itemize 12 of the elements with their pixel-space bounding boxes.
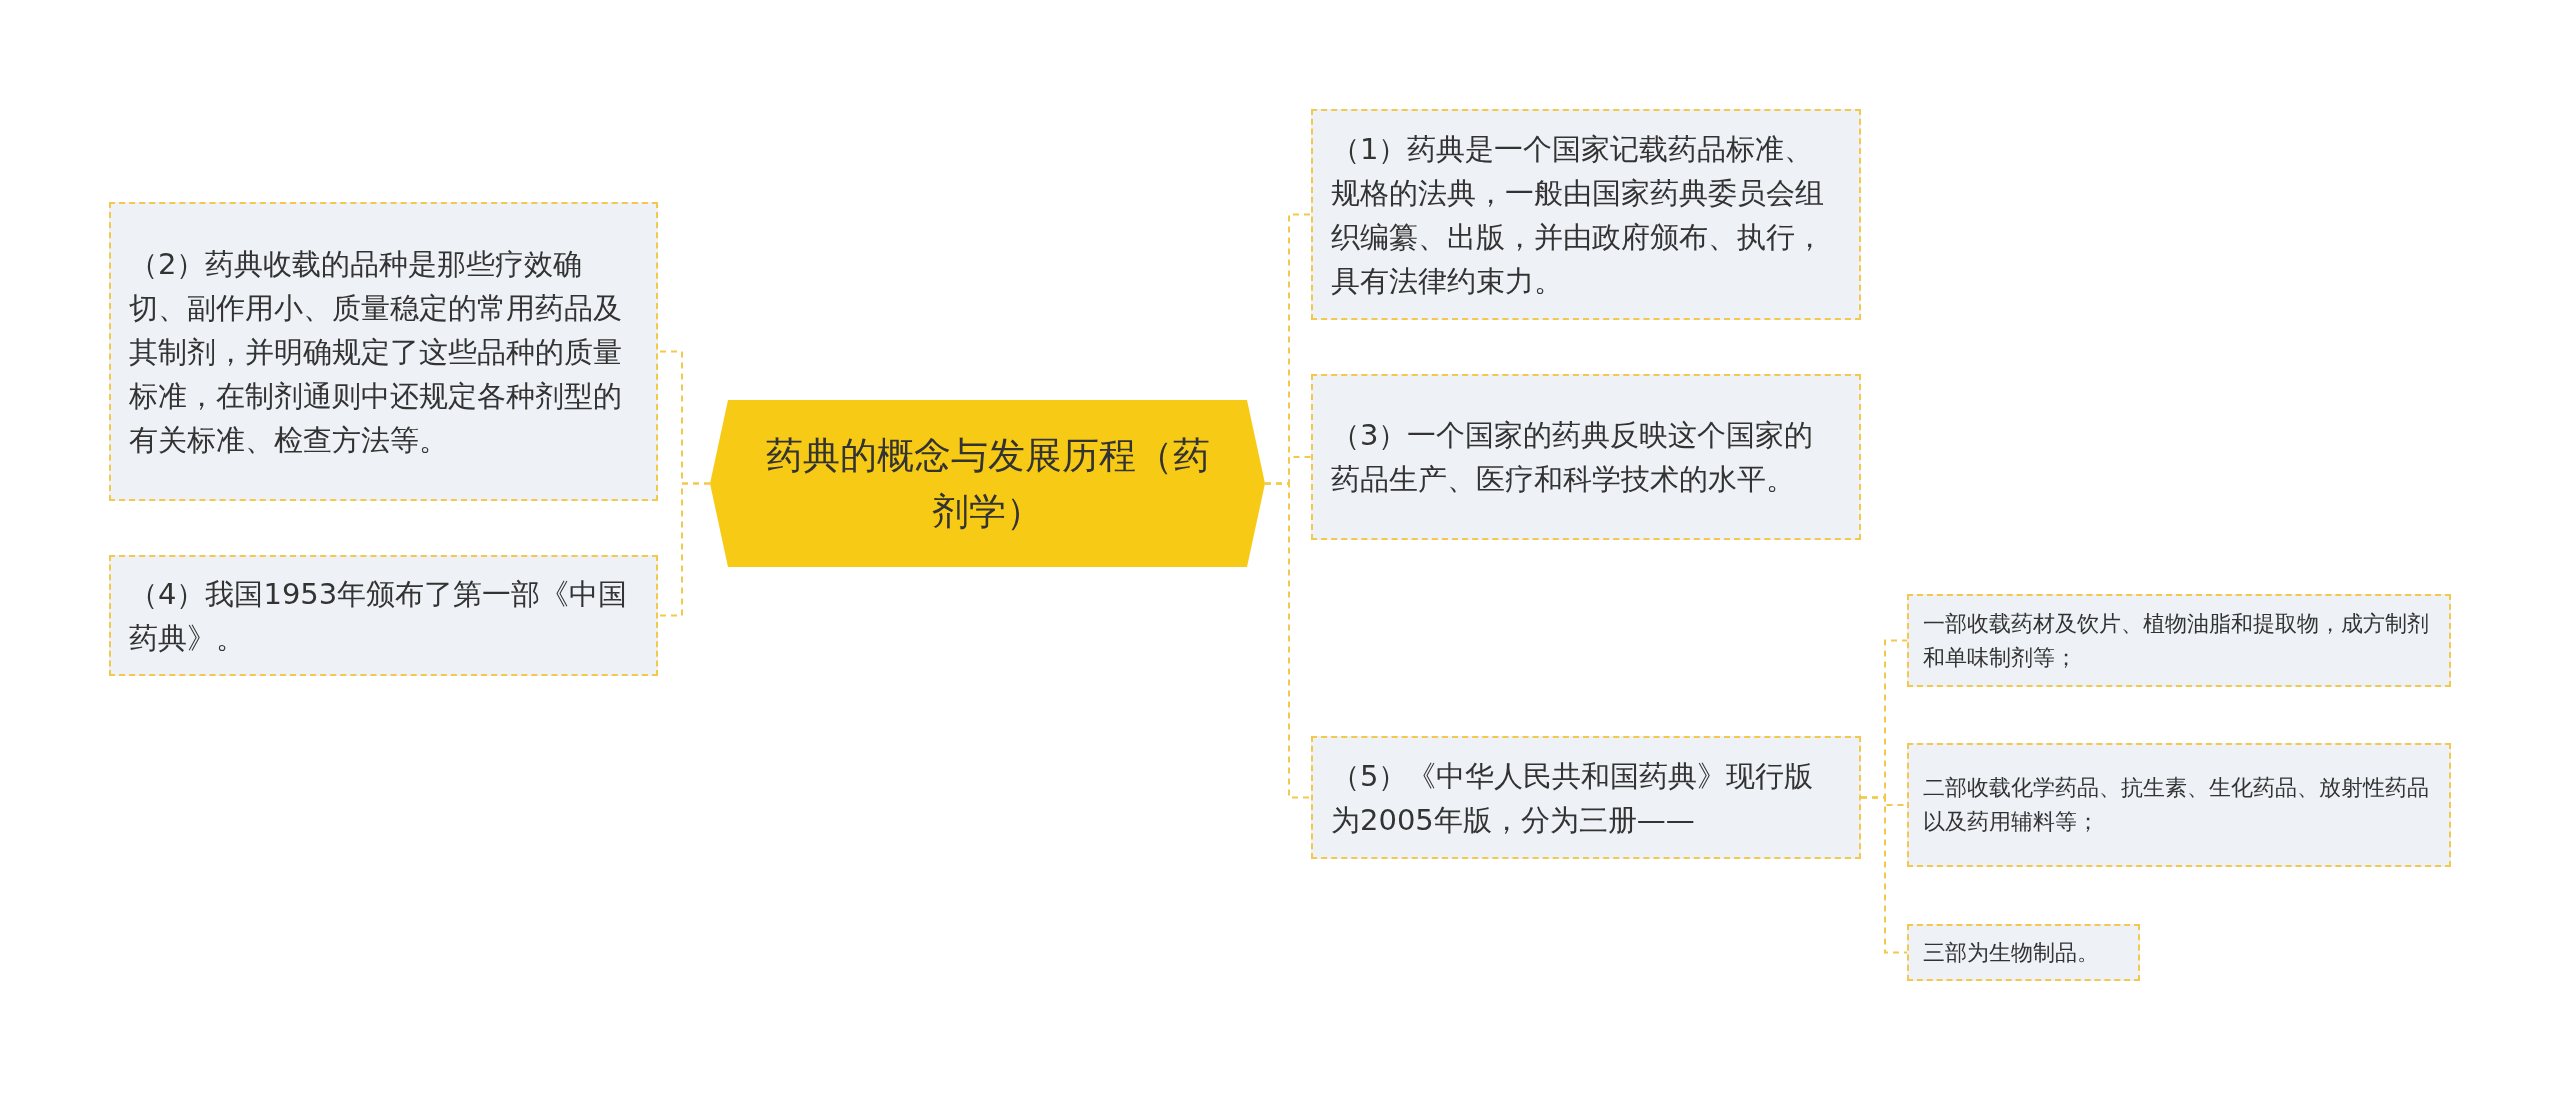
sub-topic-box: 一部收载药材及饮片、植物油脂和提取物，成方制剂和单味制剂等； <box>1907 594 2451 687</box>
topic-box: （2）药典收载的品种是那些疗效确切、副作用小、质量稳定的常用药品及其制剂，并明确规定了这些品种的质量标准，在制剂通则中还规定各种剂型的有关标准、检查方法等。 <box>109 202 658 501</box>
topic-box: （4）我国1953年颁布了第一部《中国药典》。 <box>109 555 658 676</box>
connector-line <box>1860 796 1908 954</box>
topic-box: （1）药典是一个国家记载药品标准、规格的法典，一般由国家药典委员会组织编纂、出版，并由政府颁布、执行，具有法律约束力。 <box>1311 109 1861 320</box>
sub-topic-box: 三部为生物制品。 <box>1907 924 2140 981</box>
connector-line <box>657 482 711 617</box>
topic-box: （3）一个国家的药典反映这个国家的药品生产、医疗和科学技术的水平。 <box>1311 374 1861 540</box>
topic-box: （5）《中华人民共和国药典》现行版为2005年版，分为三册—— <box>1311 736 1861 859</box>
sub-topic-box: 二部收载化学药品、抗生素、生化药品、放射性药品以及药用辅料等； <box>1907 743 2451 867</box>
central-topic-hexagon: 药典的概念与发展历程（药剂学） <box>710 400 1265 567</box>
connector-line <box>1264 482 1312 799</box>
